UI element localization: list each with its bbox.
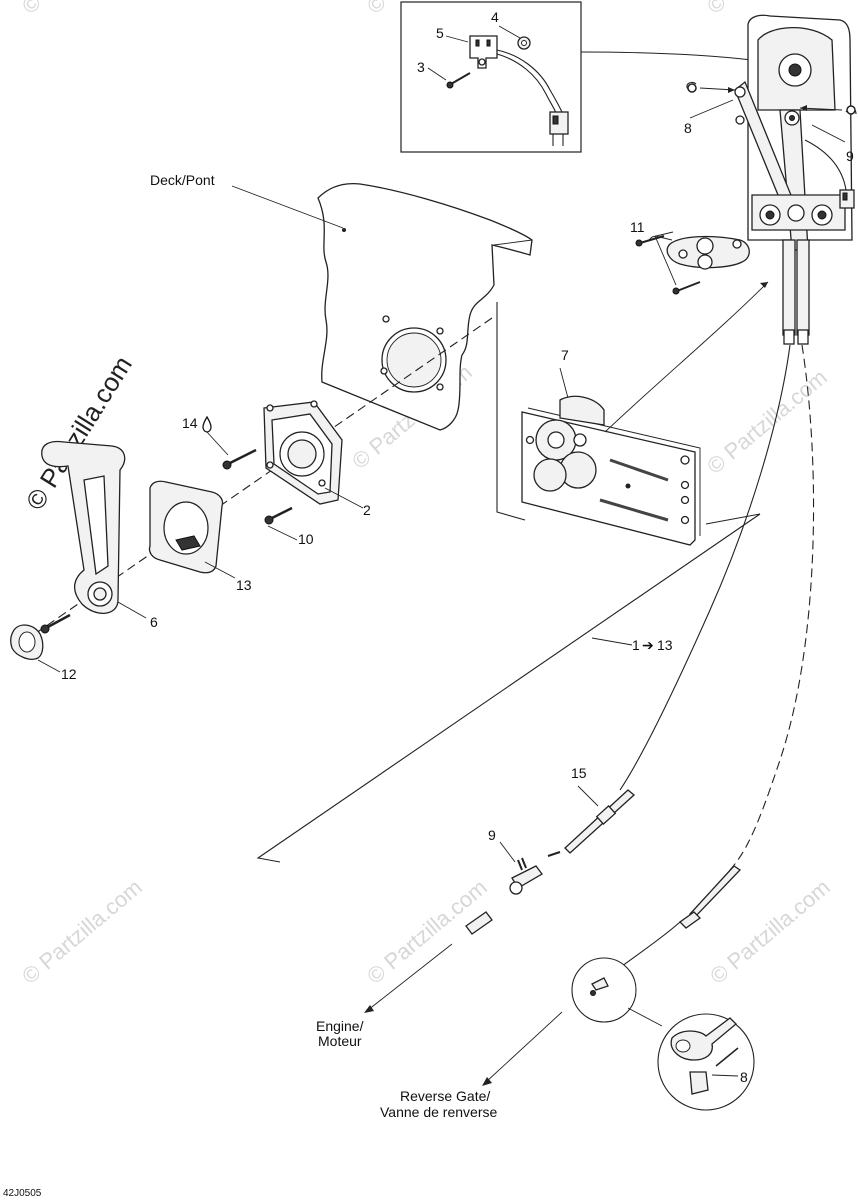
callout-5: 5 <box>436 25 444 41</box>
callout-6: 6 <box>150 614 158 630</box>
watermark: © Partzilla.com <box>17 0 147 19</box>
reverse-label-line1: Reverse Gate/ <box>400 1088 490 1104</box>
reverse-cable: 8 Reverse Gate/ Vanne de renverse <box>380 344 815 1120</box>
part-7-plate: 7 <box>521 281 769 546</box>
part-15-cable: 15 <box>547 344 791 857</box>
engine-label-line2: Moteur <box>318 1033 362 1049</box>
callout-9-bottom: 9 <box>488 827 496 843</box>
callout-9-top: 9 <box>846 148 854 164</box>
engine-label-line1: Engine/ <box>316 1018 364 1034</box>
deck-pont-label: Deck/Pont <box>150 172 215 188</box>
part-11-bracket: 11 <box>630 219 750 295</box>
callout-11: 11 <box>630 219 645 235</box>
callout-12: 12 <box>61 666 77 682</box>
callout-14: 14 <box>182 415 198 431</box>
control-housing: 8 9 <box>684 14 857 345</box>
callout-13: 13 <box>236 577 252 593</box>
callout-3: 3 <box>417 59 425 75</box>
callout-4: 4 <box>491 9 499 25</box>
callout-range-from: 1 <box>632 637 640 653</box>
part-13-cover: 13 <box>148 480 252 593</box>
callout-8-top: 8 <box>684 120 692 136</box>
diagram-code: 42J0505 <box>3 1188 42 1199</box>
oil-drop-icon <box>202 415 212 433</box>
callout-10: 10 <box>298 531 314 547</box>
part-9-cable-end: 9 <box>488 827 543 895</box>
part-2-base: 2 <box>263 400 371 518</box>
callout-7: 7 <box>561 347 569 363</box>
engine-arrow: Engine/ Moteur <box>316 943 453 1049</box>
deck-panel: Deck/Pont <box>150 172 533 431</box>
inset-box-harness: 5 4 3 <box>400 1 753 153</box>
spacer-block <box>465 911 493 935</box>
callout-range-to: 13 <box>657 637 673 653</box>
watermark: © Partzilla.com <box>705 874 835 988</box>
assembly-outline: 1 ➔ 13 <box>256 302 761 863</box>
part-12-bezel: 12 <box>10 624 77 682</box>
range-callout: 1 ➔ 13 <box>632 637 673 653</box>
reverse-label-line2: Vanne de renverse <box>380 1104 497 1120</box>
assembly-axis <box>25 317 493 641</box>
right-arrow-icon: ➔ <box>642 637 654 653</box>
callout-2: 2 <box>363 502 371 518</box>
part-10-screw: 10 <box>264 506 314 547</box>
part-14-screw: 14 <box>182 415 257 470</box>
callout-15: 15 <box>571 765 587 781</box>
part-6-handle: 6 <box>40 440 158 634</box>
watermark: © Partzilla.com <box>17 874 147 988</box>
callout-8-bottom: 8 <box>740 1069 748 1085</box>
